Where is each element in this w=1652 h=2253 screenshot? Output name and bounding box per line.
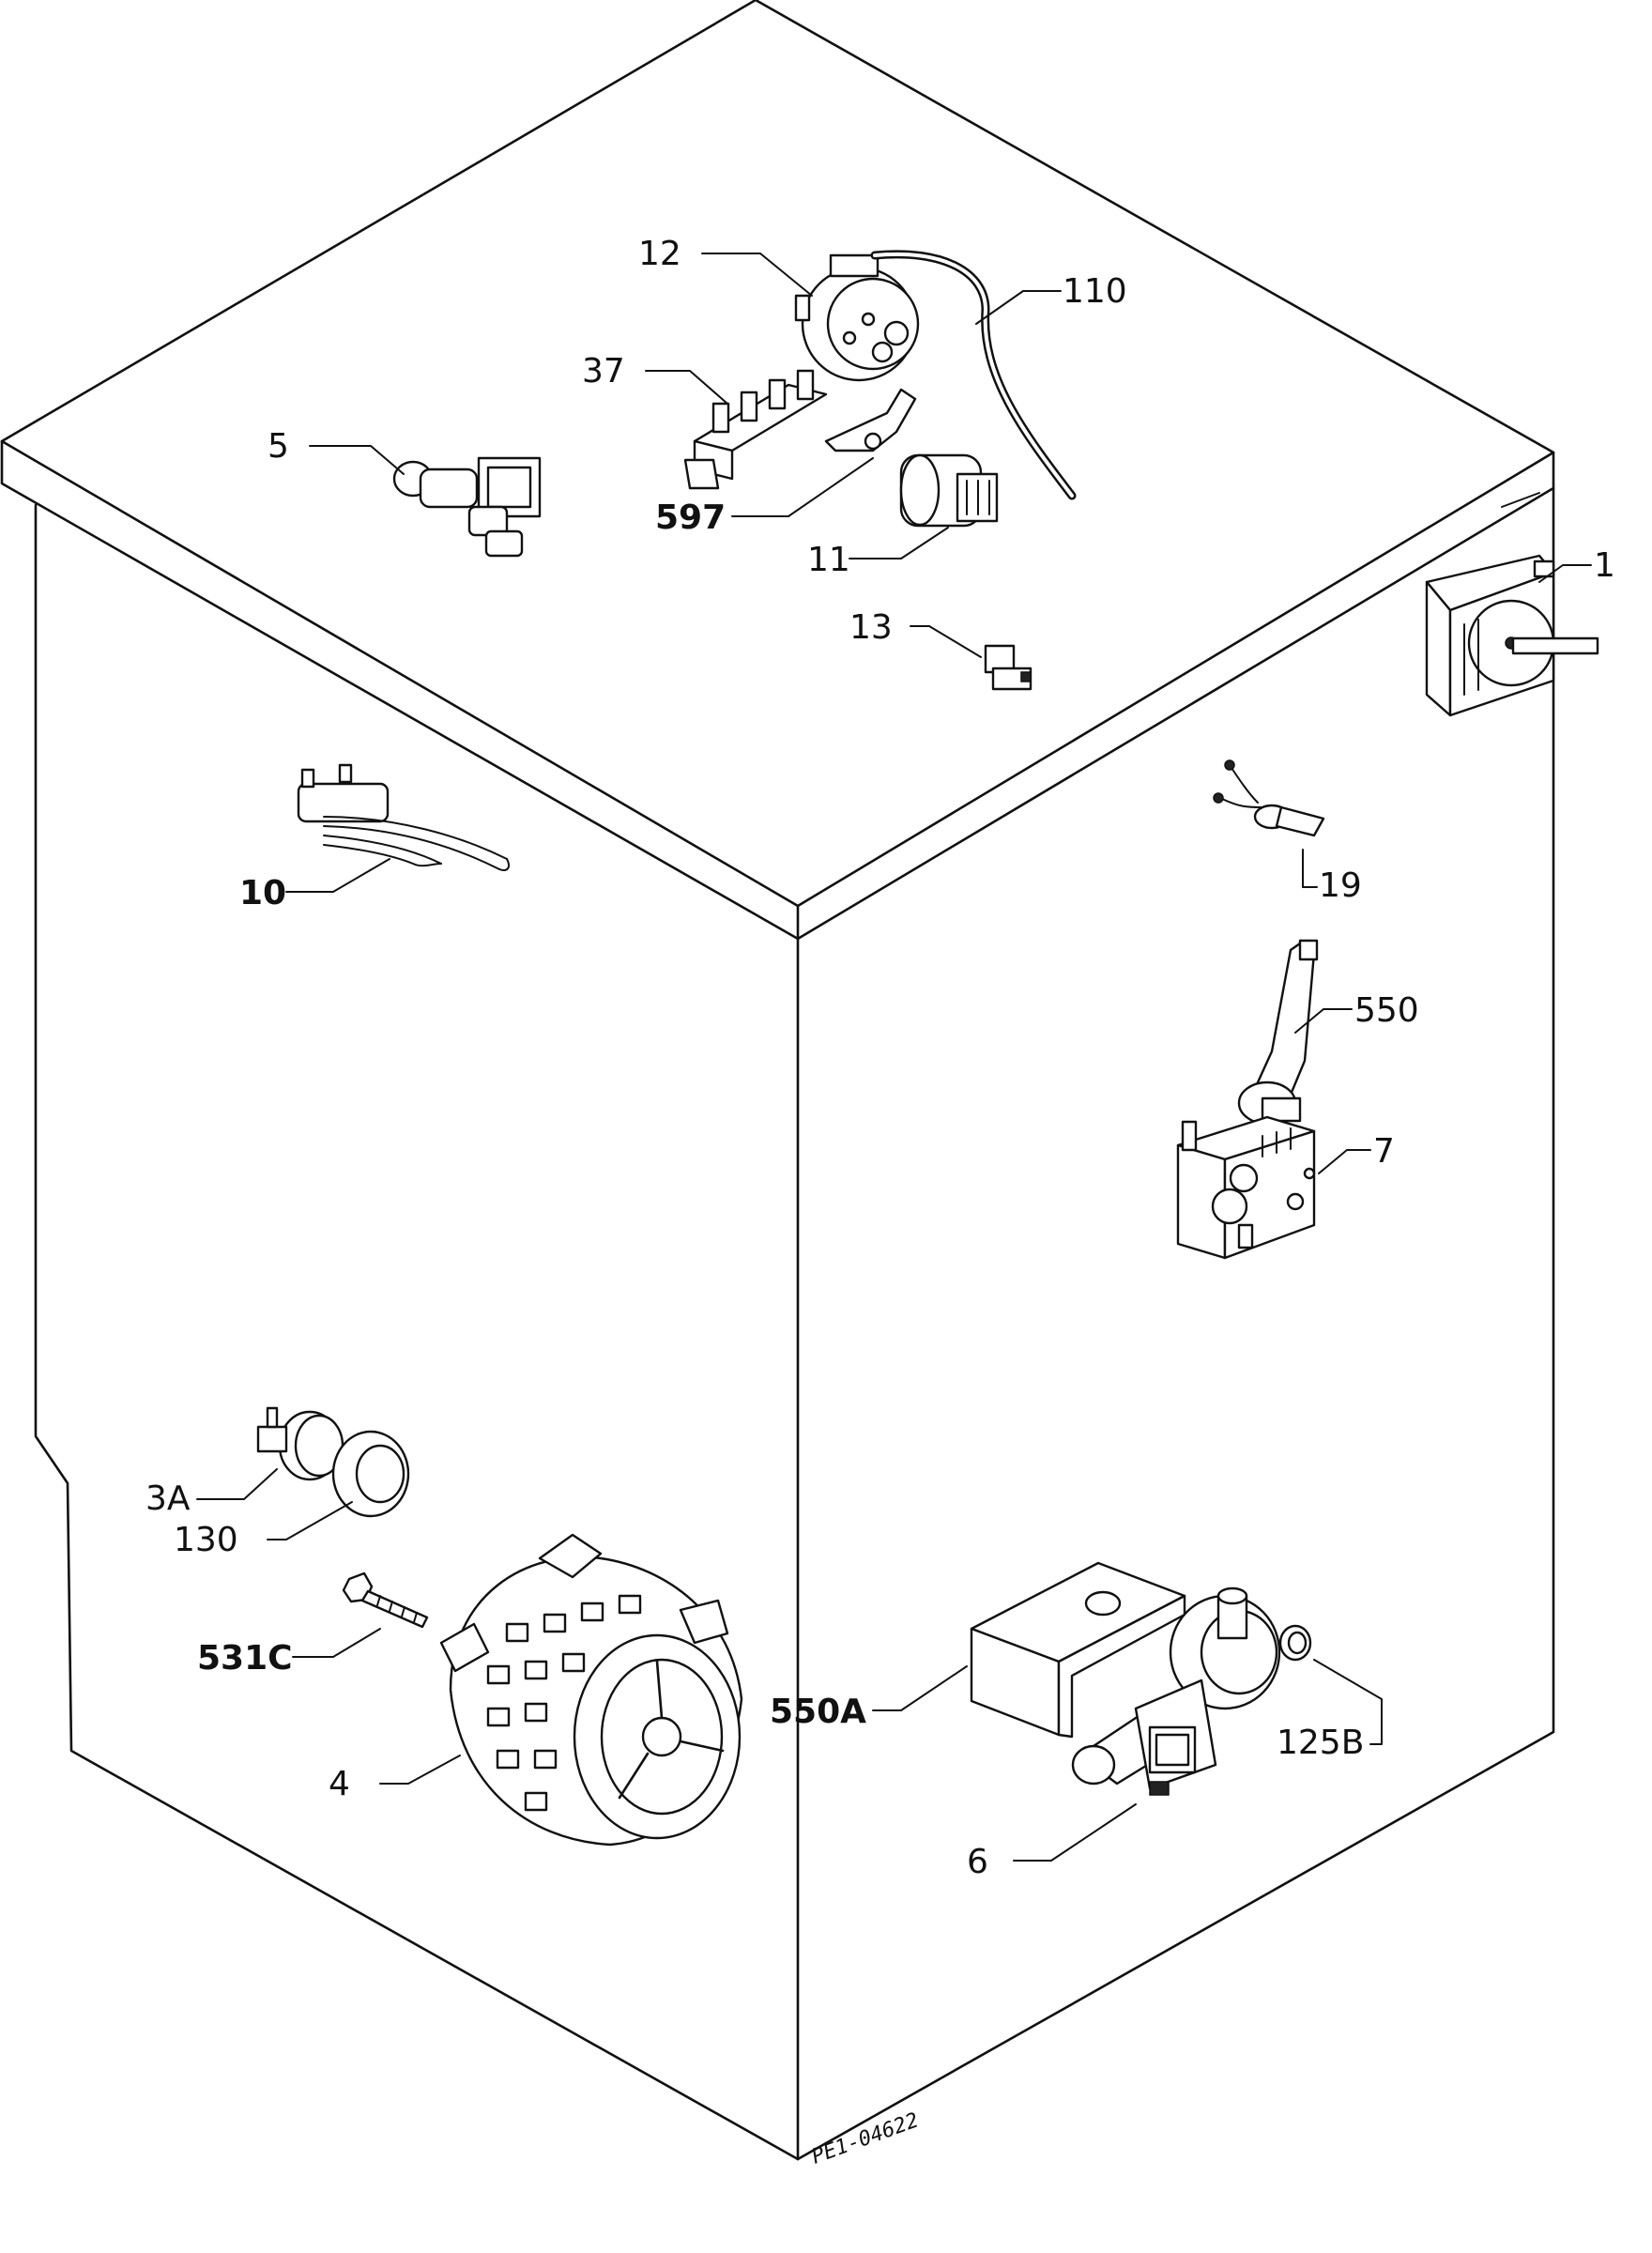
door-lock-7	[1176, 1115, 1316, 1260]
label-19: 19	[1319, 866, 1362, 905]
screw-531c	[342, 1571, 429, 1629]
label-531c: 531C	[197, 1639, 293, 1678]
drain-pump-6	[1071, 1586, 1281, 1796]
seal-ring-130	[331, 1430, 410, 1518]
label-125b: 125B	[1277, 1724, 1364, 1762]
lever-550	[1237, 939, 1319, 1126]
label-550: 550	[1354, 991, 1419, 1030]
cabinet-outline	[0, 0, 1555, 2161]
capacitor-11	[899, 453, 999, 528]
connector-13	[984, 644, 1032, 691]
label-4: 4	[329, 1765, 350, 1803]
inlet-valve-5	[392, 456, 542, 558]
label-130: 130	[174, 1521, 238, 1559]
label-1: 1	[1594, 546, 1615, 585]
pressure-switch-12[interactable]	[794, 253, 920, 382]
pressure-chamber-3a	[256, 1406, 344, 1481]
label-550a: 550A	[770, 1693, 866, 1731]
heating-element-10	[297, 763, 510, 871]
label-37: 37	[582, 352, 625, 391]
sensor-19	[1213, 759, 1325, 837]
motor-4	[439, 1533, 743, 1847]
label-11: 11	[807, 541, 850, 579]
label-6: 6	[967, 1843, 988, 1881]
drawing-code: PE1-04622	[809, 2108, 923, 2169]
bracket-597	[824, 388, 917, 452]
label-12: 12	[638, 235, 681, 273]
label-5: 5	[268, 427, 289, 466]
terminal-block-37	[683, 369, 828, 490]
label-10: 10	[239, 874, 286, 912]
o-ring-125b	[1278, 1624, 1312, 1662]
label-597: 597	[655, 498, 726, 537]
label-3a: 3A	[145, 1479, 191, 1518]
label-13: 13	[849, 608, 893, 647]
label-110: 110	[1063, 272, 1127, 311]
timer-1	[1425, 554, 1599, 717]
leader-lines	[196, 253, 1592, 1862]
label-7: 7	[1373, 1132, 1395, 1171]
cover-550a	[970, 1561, 1186, 1739]
